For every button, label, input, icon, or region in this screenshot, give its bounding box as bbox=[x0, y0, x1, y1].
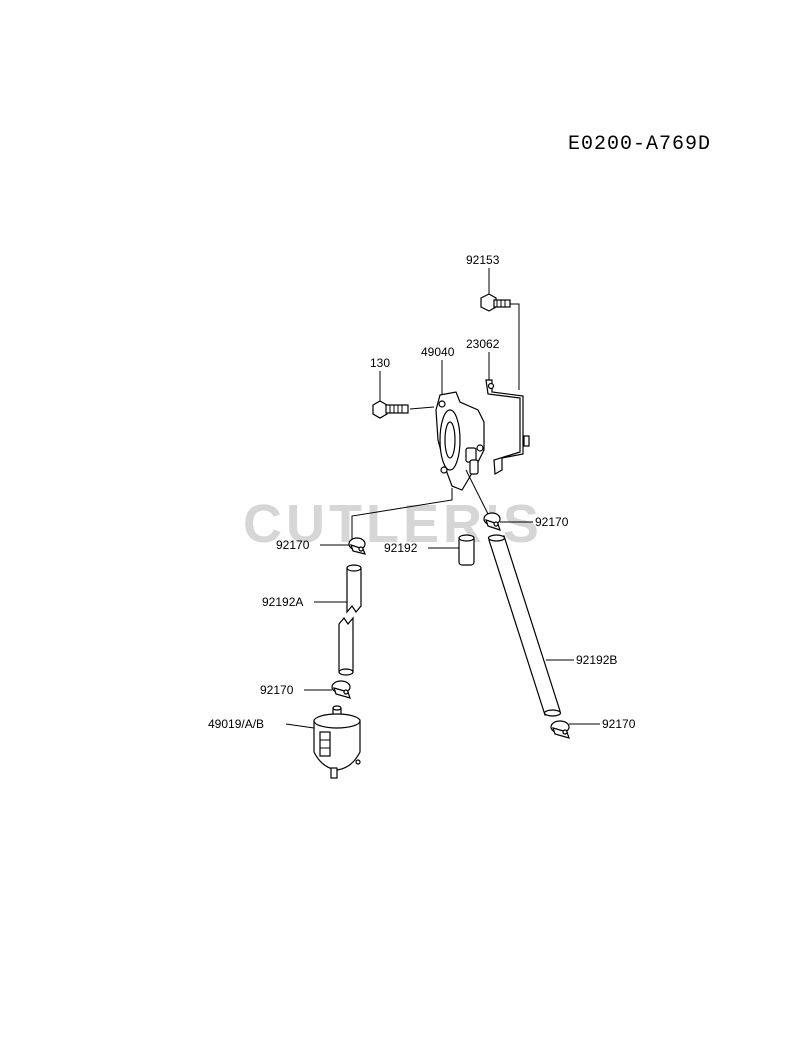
leader-pump-to-clamp bbox=[465, 469, 489, 515]
label-92153: 92153 bbox=[466, 253, 500, 267]
label-92192: 92192 bbox=[384, 541, 418, 555]
leader-92153-b bbox=[510, 303, 520, 390]
label-49040: 49040 bbox=[421, 345, 455, 359]
hose-92192a-part[interactable] bbox=[338, 564, 362, 676]
leader-49019 bbox=[285, 723, 315, 729]
label-130: 130 bbox=[370, 356, 390, 370]
clamp-92170-lower-left-part[interactable] bbox=[331, 680, 351, 699]
leader-pump-outlet bbox=[351, 488, 453, 540]
label-92170-b: 92170 bbox=[276, 538, 310, 552]
label-23062: 23062 bbox=[466, 337, 500, 351]
fuel-filter-49019-part[interactable] bbox=[313, 705, 361, 779]
clamp-92170-left-upper-part[interactable] bbox=[348, 537, 366, 555]
label-92170-a: 92170 bbox=[535, 515, 569, 529]
bolt-92153-part[interactable] bbox=[480, 293, 511, 312]
bracket-23062-part[interactable] bbox=[485, 379, 530, 475]
bolt-130-part[interactable] bbox=[372, 400, 409, 419]
label-92192a: 92192A bbox=[262, 595, 303, 609]
leader-130-b bbox=[409, 406, 435, 410]
label-92170-d: 92170 bbox=[602, 717, 636, 731]
hose-92192b-part[interactable] bbox=[487, 534, 562, 717]
clamp-92170-lower-right-part[interactable] bbox=[550, 720, 570, 739]
label-92170-c: 92170 bbox=[260, 683, 294, 697]
label-49019: 49019/A/B bbox=[208, 717, 264, 731]
diagram-code: E0200-A769D bbox=[568, 133, 712, 156]
clamp-92170-upper-right-part[interactable] bbox=[483, 512, 501, 531]
hose-92192-part[interactable] bbox=[458, 534, 475, 566]
fuel-pump-49040-part[interactable] bbox=[435, 391, 485, 491]
label-92192b: 92192B bbox=[576, 653, 617, 667]
